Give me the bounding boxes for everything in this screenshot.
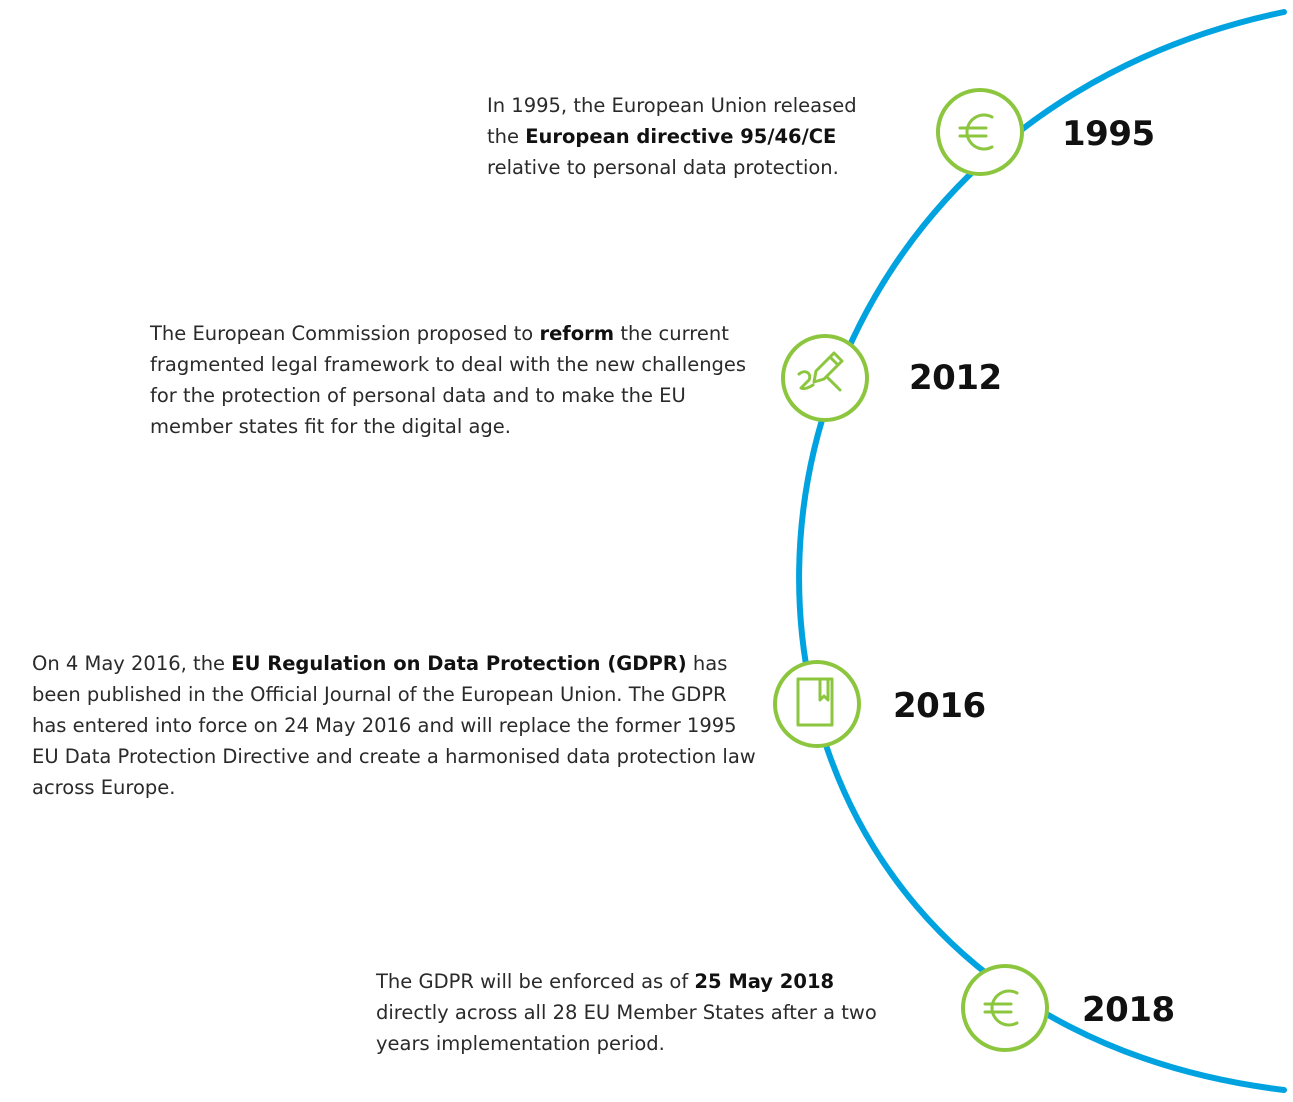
milestone-1995-text-bold: European directive 95/46/CE xyxy=(525,125,837,148)
milestone-2018-description: The GDPR will be enforced as of 25 May 2… xyxy=(376,966,911,1059)
milestone-1995-description: In 1995, the European Union released the… xyxy=(487,90,887,183)
euro-icon xyxy=(958,113,994,151)
milestone-2018-text-end: directly across all 28 EU Member States … xyxy=(376,1001,877,1055)
milestone-2018-icon-circle xyxy=(961,964,1049,1052)
milestone-1995-text-start: In 1995, the European Union released the xyxy=(487,94,857,148)
pen-icon xyxy=(797,351,844,392)
milestone-2012-text-start: The European Commission proposed to xyxy=(150,322,540,345)
milestone-2016-year: 2016 xyxy=(893,686,986,726)
milestone-1995-year: 1995 xyxy=(1062,114,1155,154)
milestone-2016-text-start: On 4 May 2016, the xyxy=(32,652,232,675)
milestone-1995-text-end: relative to personal data protection. xyxy=(487,156,839,179)
milestone-2016-text-end: has been published in the Official Journ… xyxy=(32,652,756,799)
milestone-2018-text-start: The GDPR will be enforced as of xyxy=(376,970,695,993)
milestone-2012-year: 2012 xyxy=(909,358,1002,398)
milestone-2016-text-bold: EU Regulation on Data Protection (GDPR) xyxy=(231,652,687,675)
milestone-2016-description: On 4 May 2016, the EU Regulation on Data… xyxy=(32,648,757,803)
milestone-2016-icon-circle xyxy=(773,660,861,748)
euro-icon xyxy=(983,989,1019,1027)
milestone-2012-text-end: the current fragmented legal framework t… xyxy=(150,322,747,438)
milestone-1995-icon-circle xyxy=(936,88,1024,176)
milestone-2012-text-bold: reform xyxy=(539,322,615,345)
milestone-2012-description: The European Commission proposed to refo… xyxy=(150,318,760,442)
milestone-2012-icon-circle xyxy=(781,334,869,422)
milestone-2018-text-bold: 25 May 2018 xyxy=(694,970,835,993)
book-icon xyxy=(796,677,834,727)
milestone-2018-year: 2018 xyxy=(1082,990,1175,1030)
